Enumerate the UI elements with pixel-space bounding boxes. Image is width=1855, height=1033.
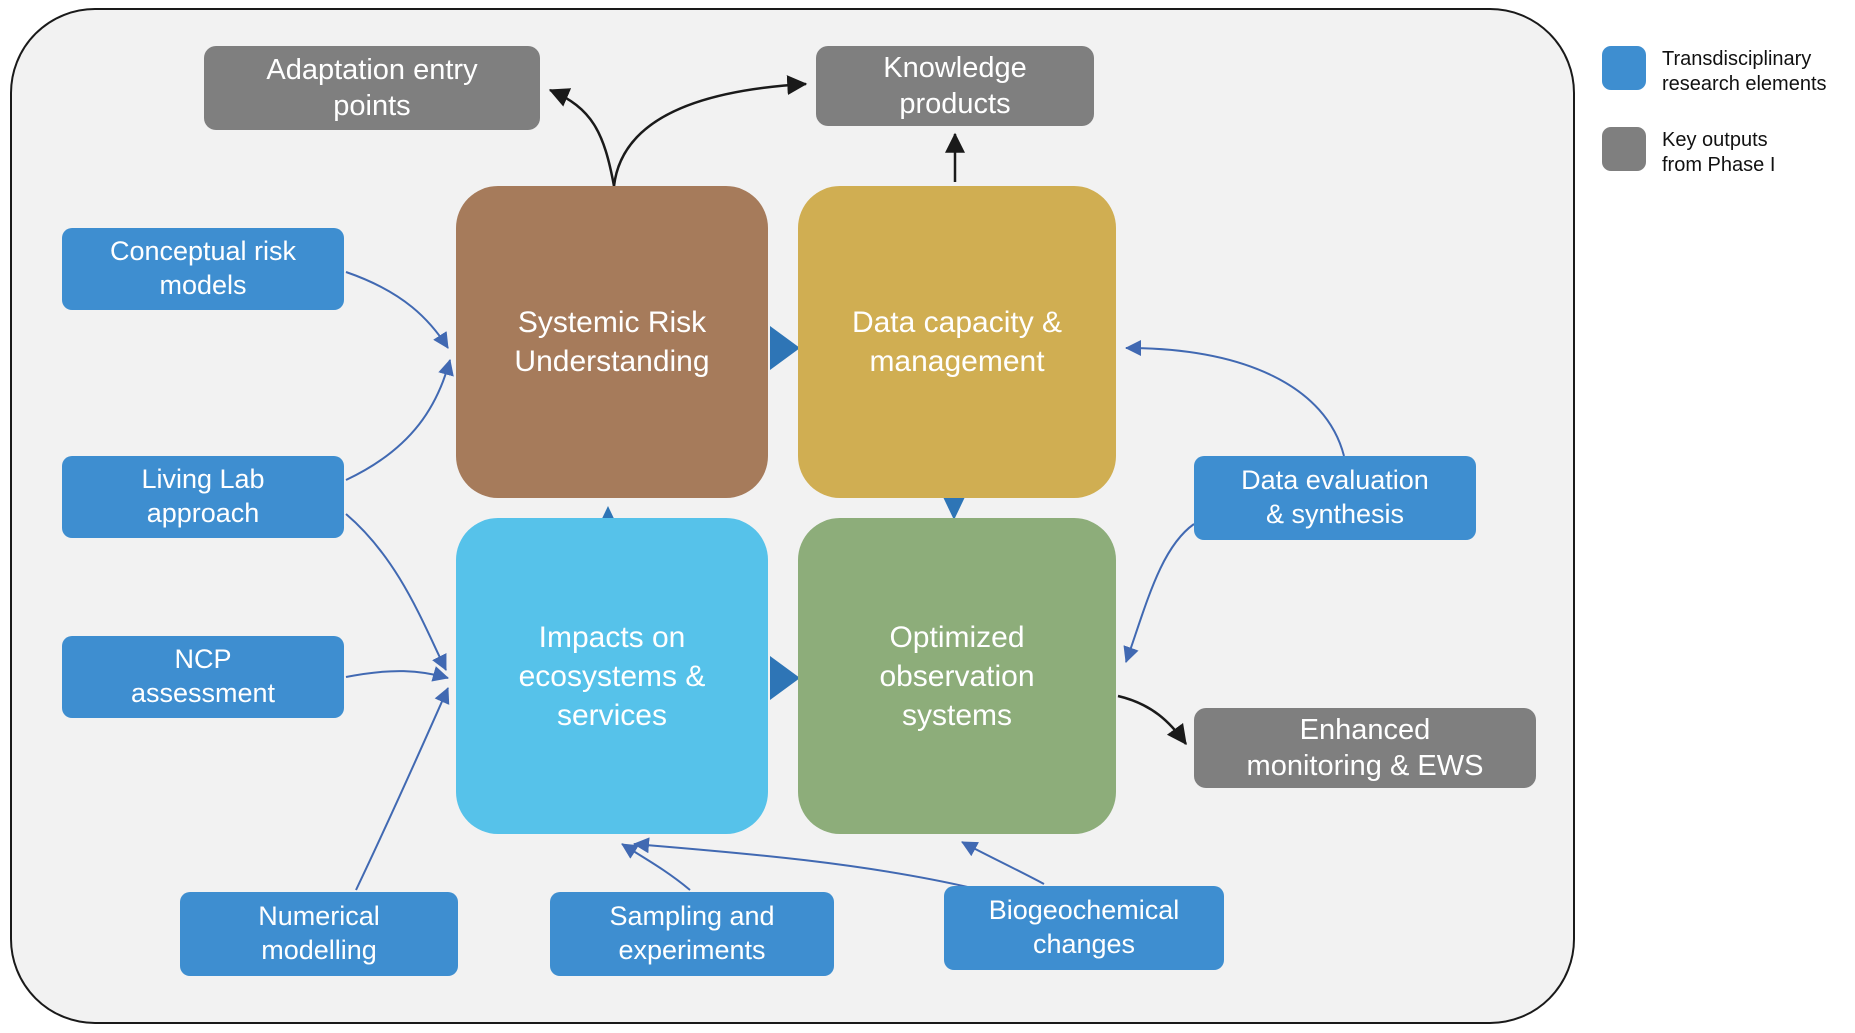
legend: Transdisciplinary research elements Key … <box>1602 46 1854 208</box>
node-enhanced-monitoring-ews: Enhanced monitoring & EWS <box>1194 708 1536 788</box>
node-ncp-assessment: NCP assessment <box>62 636 344 718</box>
node-systemic-risk-understanding: Systemic Risk Understanding <box>456 186 768 498</box>
node-data-evaluation-synthesis: Data evaluation & synthesis <box>1194 456 1476 540</box>
legend-label-transdisciplinary: Transdisciplinary research elements <box>1662 48 1827 95</box>
node-knowledge-products: Knowledge products <box>816 46 1094 126</box>
legend-item-transdisciplinary: Transdisciplinary research elements <box>1602 46 1854 97</box>
legend-item-key-outputs: Key outputs from Phase I <box>1602 127 1854 178</box>
node-biogeochemical-changes: Biogeochemical changes <box>944 886 1224 970</box>
node-impacts-ecosystems-services: Impacts on ecosystems & services <box>456 518 768 834</box>
legend-swatch-blue <box>1602 46 1646 90</box>
node-optimized-observation-systems: Optimized observation systems <box>798 518 1116 834</box>
legend-swatch-gray <box>1602 127 1646 171</box>
node-living-lab-approach: Living Lab approach <box>62 456 344 538</box>
node-conceptual-risk-models: Conceptual risk models <box>62 228 344 310</box>
node-data-capacity-management: Data capacity & management <box>798 186 1116 498</box>
node-sampling-and-experiments: Sampling and experiments <box>550 892 834 976</box>
legend-label-key-outputs: Key outputs from Phase I <box>1662 129 1776 176</box>
node-numerical-modelling: Numerical modelling <box>180 892 458 976</box>
node-adaptation-entry-points: Adaptation entry points <box>204 46 540 130</box>
